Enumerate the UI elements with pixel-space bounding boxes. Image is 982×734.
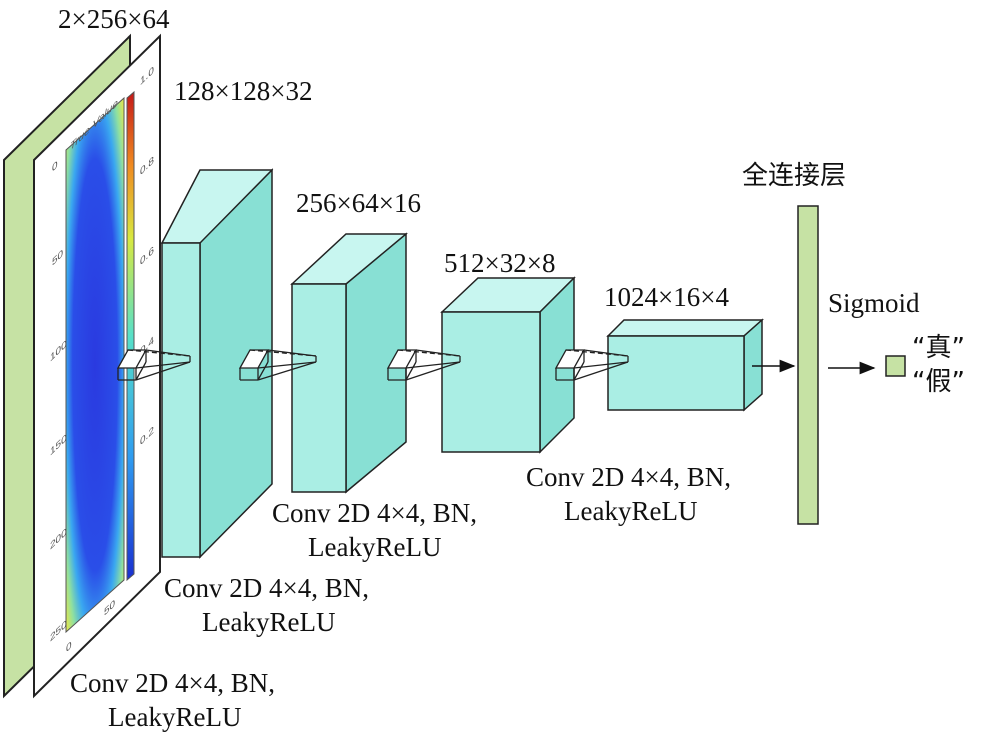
heatmap-y-tick: 50 (52, 246, 63, 268)
output-node (885, 355, 906, 377)
output-false-label: “假” (912, 367, 965, 397)
layer-1-dim-label: 128×128×32 (174, 76, 312, 106)
layer-3-dim-label: 512×32×8 (444, 248, 555, 278)
colorbar (126, 90, 135, 582)
layer-2-dim-label: 256×64×16 (296, 188, 421, 218)
kernel-pyramid-2 (238, 349, 317, 381)
layer-1-caption-line2: LeakyReLU (202, 607, 335, 637)
layer-3-caption-line1: Conv 2D 4×4, BN, (526, 462, 731, 492)
kernel-pyramid-4 (554, 349, 629, 381)
conv-block-1 (160, 168, 274, 559)
heatmap-image (65, 96, 125, 634)
input-dim-label: 2×256×64 (58, 4, 170, 34)
input-slab-front (33, 33, 161, 699)
input-caption-line1: Conv 2D 4×4, BN, (70, 668, 275, 698)
layer-3-caption-line2: LeakyReLU (564, 496, 697, 526)
kernel-pyramid-1 (116, 349, 191, 381)
layer-2-caption-line2: LeakyReLU (308, 532, 441, 562)
fc-layer-bar (797, 205, 819, 525)
kernel-pyramid-3 (386, 349, 461, 381)
conv-block-3 (440, 276, 576, 454)
heatmap-x-tick: 50 (104, 596, 115, 618)
conv-block-2 (290, 232, 408, 494)
layer-1-caption-line1: Conv 2D 4×4, BN, (164, 573, 369, 603)
output-true-label: “真” (912, 333, 965, 363)
heatmap-x-tick: 0 (66, 638, 72, 655)
layer-4-dim-label: 1024×16×4 (604, 282, 729, 312)
layer-2-caption-line1: Conv 2D 4×4, BN, (272, 498, 477, 528)
sigmoid-label: Sigmoid (828, 288, 920, 318)
fc-layer-label: 全连接层 (742, 161, 846, 191)
input-caption-line2: LeakyReLU (108, 702, 241, 732)
heatmap-y-tick: 0 (52, 157, 58, 174)
conv-block-4 (606, 318, 764, 412)
